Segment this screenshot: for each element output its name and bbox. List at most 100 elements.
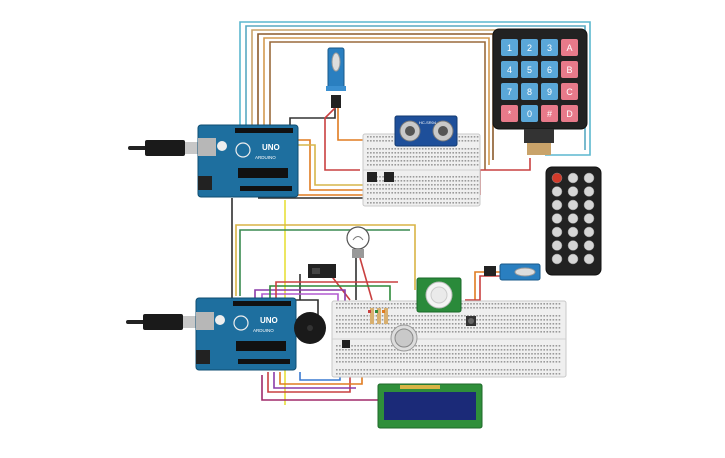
keypad-key-3[interactable]: 3 [541, 39, 558, 56]
microcontroller-chip [238, 168, 288, 178]
keypad-key-6[interactable]: 6 [541, 61, 558, 78]
wire-lcd-2 [267, 370, 351, 393]
remote-button-2[interactable] [567, 226, 579, 238]
wire-keypad-5 [263, 37, 490, 165]
keypad-key-label: 2 [527, 43, 532, 53]
keypad-key-*[interactable]: * [501, 105, 518, 122]
servo-motor-top[interactable] [326, 47, 346, 108]
remote-button-play[interactable] [567, 186, 579, 197]
keypad-key-label: D [566, 109, 573, 119]
arduino-top-brand: ARDUINO [255, 155, 276, 160]
keypad-key-C[interactable]: C [561, 83, 578, 100]
potentiometer[interactable] [390, 324, 418, 352]
ir-remote[interactable] [545, 166, 602, 276]
keypad-key-7[interactable]: 7 [501, 83, 518, 100]
servo-motor-right[interactable] [484, 263, 541, 281]
wire-keypad-6 [269, 41, 486, 170]
arduino-bottom-brand: ARDUINO [253, 328, 274, 333]
arduino-bottom-label: UNO [260, 316, 278, 325]
keypad-key-label: # [547, 109, 552, 119]
remote-button-4[interactable] [551, 240, 563, 251]
keypad-key-label: B [566, 65, 572, 75]
wire-frame-1 [235, 224, 416, 296]
wire-a1-bb-4 [258, 197, 376, 205]
usb-cable-bottom [126, 314, 197, 330]
resistor-group [368, 308, 388, 324]
wire-servo-top-3 [337, 108, 365, 141]
keypad-key-8[interactable]: 8 [521, 83, 538, 100]
keypad-key-label: 3 [547, 43, 552, 53]
remote-button-vol-[interactable] [567, 199, 579, 211]
remote-button-8[interactable] [567, 253, 579, 265]
push-button[interactable] [466, 316, 476, 326]
power-jack [198, 176, 212, 190]
wire-a1-bb-1 [290, 139, 390, 191]
wire-a2-4 [275, 281, 398, 300]
wire-lcd-3 [273, 372, 356, 389]
keypad-4x4[interactable]: 1 2 3 A 4 5 6 B 7 8 9 C *0 # D [492, 28, 588, 155]
remote-button-up[interactable] [583, 199, 595, 211]
remote-button-vol+[interactable] [567, 172, 579, 184]
wire-keypad-1 [239, 21, 591, 156]
arduino-uno-top[interactable]: UNO ARDUINO [197, 124, 299, 198]
keypad-key-label: C [566, 87, 573, 97]
wire-a1-bb-2 [295, 144, 380, 186]
reset-button[interactable] [217, 141, 227, 151]
keypad-key-label: 5 [527, 65, 532, 75]
keypad-key-#[interactable]: # [541, 105, 558, 122]
keypad-key-2[interactable]: 2 [521, 39, 538, 56]
keypad-key-1[interactable]: 1 [501, 39, 518, 56]
piezo-buzzer[interactable] [294, 312, 326, 344]
keypad-key-A[interactable]: A [561, 39, 578, 56]
keypad-key-D[interactable]: D [561, 105, 578, 122]
remote-button-prev[interactable] [551, 186, 563, 197]
remote-button-1[interactable] [551, 226, 563, 238]
remote-button-down[interactable] [551, 199, 563, 211]
usb-cable-top [128, 140, 199, 156]
ultrasonic-sensor[interactable]: HC-SR04 [394, 115, 458, 147]
arduino-uno-bottom[interactable]: UNO ARDUINO [195, 297, 297, 371]
keypad-key-4[interactable]: 4 [501, 61, 518, 78]
wire-servo-top-2 [324, 107, 360, 171]
remote-button-5[interactable] [567, 240, 579, 251]
remote-button-7[interactable] [551, 253, 563, 265]
keypad-key-9[interactable]: 9 [541, 83, 558, 100]
keypad-key-label: 7 [507, 87, 512, 97]
keypad-key-label: 1 [507, 43, 512, 53]
light-bulb[interactable] [346, 226, 370, 258]
keypad-key-label: A [566, 43, 572, 53]
relay[interactable] [308, 264, 336, 278]
remote-button-power[interactable] [551, 172, 563, 184]
wire-keypad-3 [251, 29, 580, 128]
wire-a2-3 [269, 285, 391, 312]
remote-button-0[interactable] [551, 213, 563, 224]
remote-button-ST/REPT[interactable] [583, 213, 595, 224]
photoresistor [342, 340, 350, 348]
breadboard-bottom[interactable] [331, 300, 567, 378]
wire-relay-2 [329, 273, 351, 301]
remote-button-EQ[interactable] [567, 213, 579, 224]
remote-button-6[interactable] [583, 240, 595, 251]
keypad-key-0[interactable]: 0 [521, 105, 538, 122]
arduino-top-label: UNO [262, 143, 280, 152]
breadboard-top[interactable] [362, 133, 481, 207]
remote-button-9[interactable] [583, 253, 595, 265]
keypad-key-label: 4 [507, 65, 512, 75]
wire-keypad-bb [479, 158, 531, 195]
usb-port [198, 138, 216, 156]
keypad-key-label: 6 [547, 65, 552, 75]
lcd-16x2[interactable] [377, 383, 483, 429]
keypad-key-label: 8 [527, 87, 532, 97]
keypad-key-label: 9 [547, 87, 552, 97]
pir-sensor[interactable] [416, 277, 462, 313]
remote-button-next[interactable] [583, 186, 595, 197]
remote-button-3[interactable] [583, 226, 595, 238]
remote-button-func[interactable] [583, 172, 595, 184]
reset-button[interactable] [215, 315, 225, 325]
ultrasonic-label: HC-SR04 [419, 120, 437, 125]
wire-lcd-4 [279, 372, 363, 385]
keypad-key-5[interactable]: 5 [521, 61, 538, 78]
keypad-key-B[interactable]: B [561, 61, 578, 78]
